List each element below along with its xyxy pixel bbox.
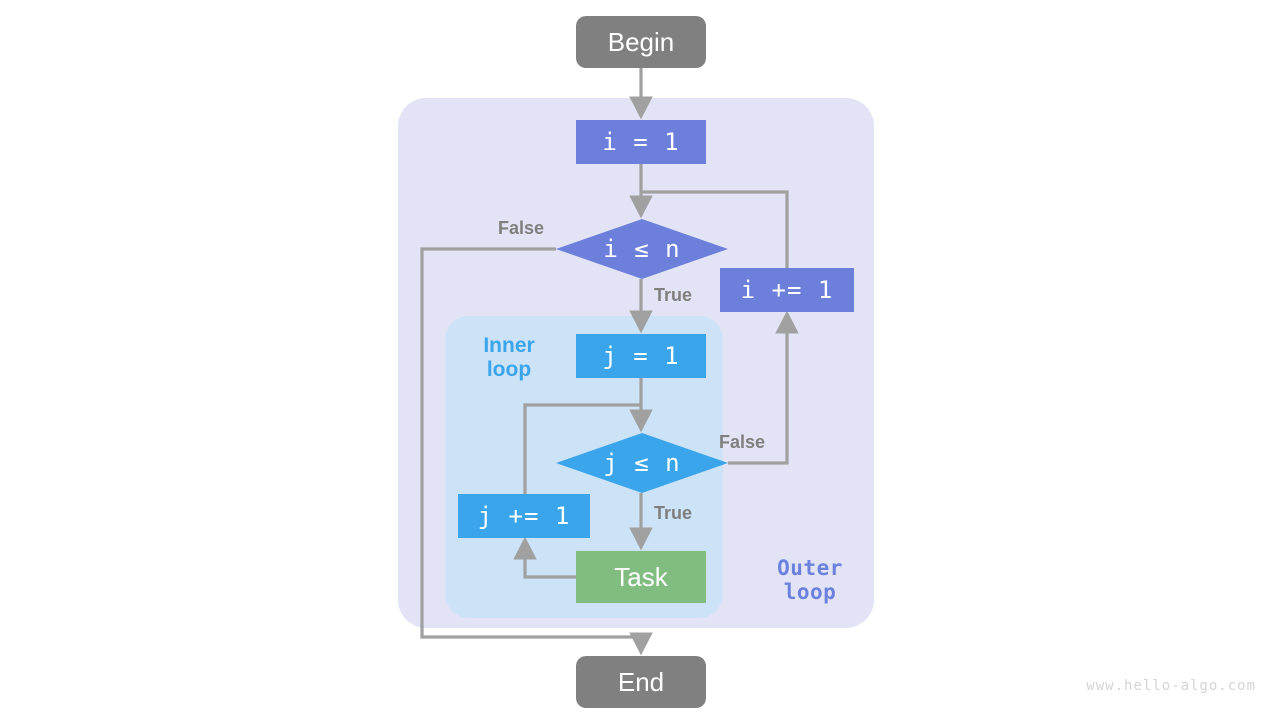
node-i-init[interactable]: i = 1 (576, 120, 706, 164)
node-j-condition[interactable]: j ≤ n (556, 433, 728, 493)
node-task[interactable]: Task (576, 551, 706, 603)
node-j-condition-label: j ≤ n (603, 449, 681, 477)
node-i-increment[interactable]: i += 1 (720, 268, 854, 312)
outer-loop-label: Outer loop (777, 556, 843, 605)
diamond-shape-j (556, 433, 728, 493)
node-i-condition[interactable]: i ≤ n (556, 219, 728, 279)
edge-label-j-true: True (654, 503, 693, 523)
watermark: www.hello-algo.com (1086, 678, 1256, 694)
diamond-shape-i (556, 219, 728, 279)
inner-loop-label: Inner loop (483, 334, 535, 382)
edge-label-j-false: False (719, 432, 766, 452)
node-end[interactable]: End (576, 656, 706, 708)
edge-label-i-true: True (654, 285, 693, 305)
node-i-condition-label: i ≤ n (603, 235, 681, 263)
node-j-increment[interactable]: j += 1 (458, 494, 590, 538)
edge-label-i-false: False (498, 218, 545, 238)
node-j-init[interactable]: j = 1 (576, 334, 706, 378)
node-begin[interactable]: Begin (576, 16, 706, 68)
